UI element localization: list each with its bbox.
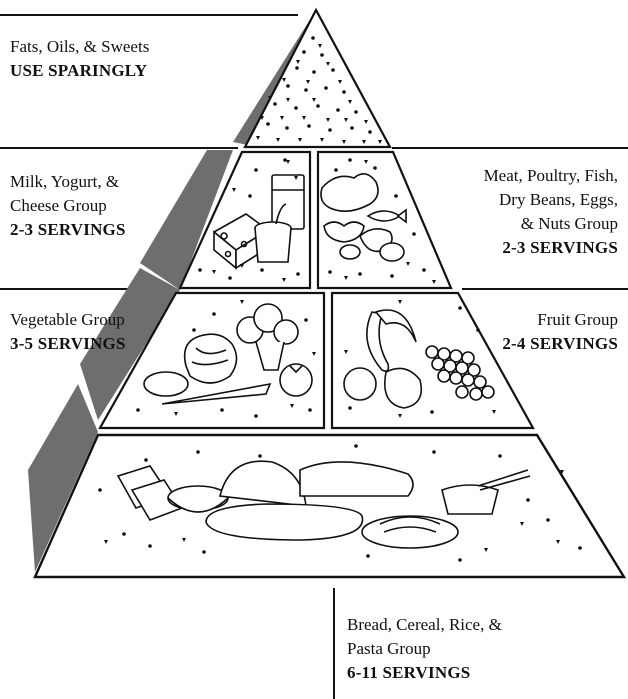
- fats-servings: USE SPARINGLY: [10, 61, 148, 81]
- bread-servings: 6-11 SERVINGS: [347, 663, 471, 683]
- meat-group-name-line2: Dry Beans, Eggs,: [499, 190, 618, 210]
- tier-fats: [243, 7, 392, 149]
- meat-panel-symbols: [328, 158, 436, 284]
- bread-group-name-line1: Bread, Cereal, Rice, &: [347, 615, 502, 634]
- vegetable-label: Vegetable Group 3-5 SERVINGS: [10, 308, 126, 356]
- milk-group-name-line2: Cheese Group: [10, 196, 107, 216]
- side-face-vegetable: [80, 268, 180, 420]
- meat-label: Meat, Poultry, Fish, Dry Beans, Eggs, & …: [484, 164, 618, 261]
- fruit-label: Fruit Group 2-4 SERVINGS: [502, 308, 618, 356]
- side-face-top: [233, 10, 316, 145]
- vegetable-group-name: Vegetable Group: [10, 310, 125, 329]
- fats-sugars-symbols: [256, 36, 382, 144]
- fats-group-name: Fats, Oils, & Sweets: [10, 37, 150, 56]
- fruit-panel-symbols: [344, 300, 496, 418]
- bread-label: Bread, Cereal, Rice, & Pasta Group 6-11 …: [347, 613, 502, 685]
- milk-panel-symbols: [198, 158, 300, 282]
- vegetable-panel-symbols: [136, 300, 316, 418]
- meat-group-name-line1: Meat, Poultry, Fish,: [483, 166, 618, 185]
- vegetable-servings: 3-5 SERVINGS: [10, 334, 126, 354]
- meat-group-illustration: [320, 173, 407, 262]
- fruit-group-illustration: [343, 309, 495, 409]
- milk-group-name-line1: Milk, Yogurt, &: [10, 172, 120, 191]
- fruit-servings: 2-4 SERVINGS: [502, 334, 618, 354]
- meat-group-name-line3: & Nuts Group: [520, 214, 618, 234]
- milk-servings: 2-3 SERVINGS: [10, 220, 126, 240]
- side-face-milk: [140, 150, 233, 290]
- vegetable-group-illustration: [143, 303, 313, 405]
- fruit-group-name: Fruit Group: [537, 310, 618, 329]
- bread-panel-symbols: [98, 444, 582, 562]
- milk-label: Milk, Yogurt, & Cheese Group 2-3 SERVING…: [10, 170, 126, 242]
- bread-group-illustration: [116, 460, 531, 549]
- meat-servings: 2-3 SERVINGS: [502, 238, 618, 258]
- bread-group-name-line2: Pasta Group: [347, 639, 431, 659]
- side-face-bread: [28, 384, 98, 572]
- fats-label: Fats, Oils, & Sweets USE SPARINGLY: [10, 35, 149, 83]
- milk-group-illustration: [212, 174, 305, 270]
